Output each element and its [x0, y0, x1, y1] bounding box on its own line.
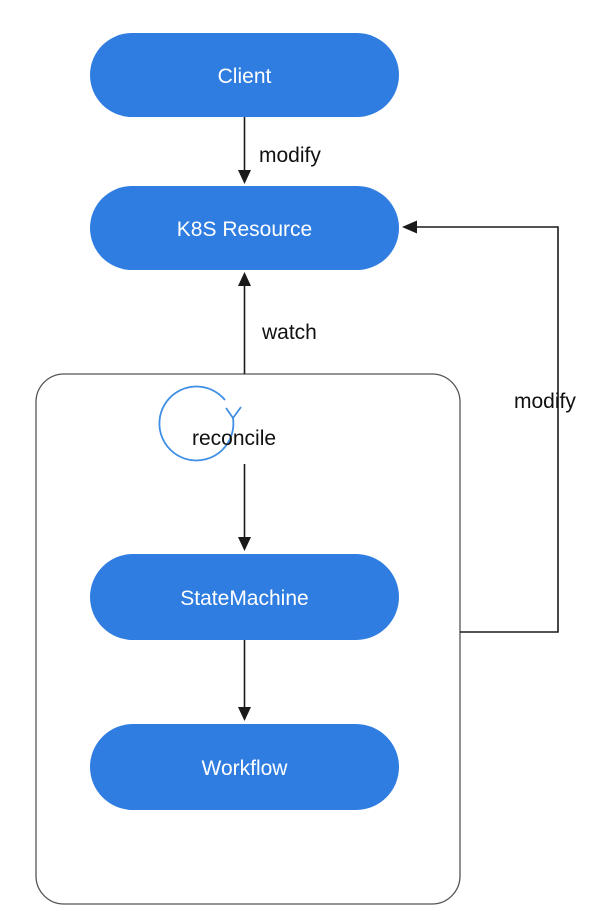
k8s-resource-node[interactable]: K8S Resource [90, 186, 399, 270]
state-machine-node[interactable]: StateMachine [90, 554, 399, 640]
client-node[interactable]: Client [90, 33, 399, 117]
reconcile-cycle-icon [158, 385, 242, 462]
state-machine-to-resource-arrow [402, 220, 559, 633]
k8s-resource-node-label: K8S Resource [177, 218, 312, 241]
watch-label: watch [261, 321, 317, 344]
client-node-label: Client [218, 65, 272, 88]
controller-container [35, 373, 461, 905]
state-machine-node-label: StateMachine [180, 587, 308, 610]
client-to-resource-label: modify [259, 144, 321, 167]
state-machine-to-resource-label: modify [514, 390, 576, 413]
workflow-node-label: Workflow [202, 757, 289, 780]
watch-arrow [238, 272, 251, 374]
workflow-node[interactable]: Workflow [90, 724, 399, 810]
reconcile-to-state-machine-arrow [238, 464, 251, 551]
reconcile-label: reconcile [192, 427, 276, 450]
state-machine-to-workflow-arrow [238, 640, 251, 721]
client-to-resource-arrow [238, 117, 251, 184]
